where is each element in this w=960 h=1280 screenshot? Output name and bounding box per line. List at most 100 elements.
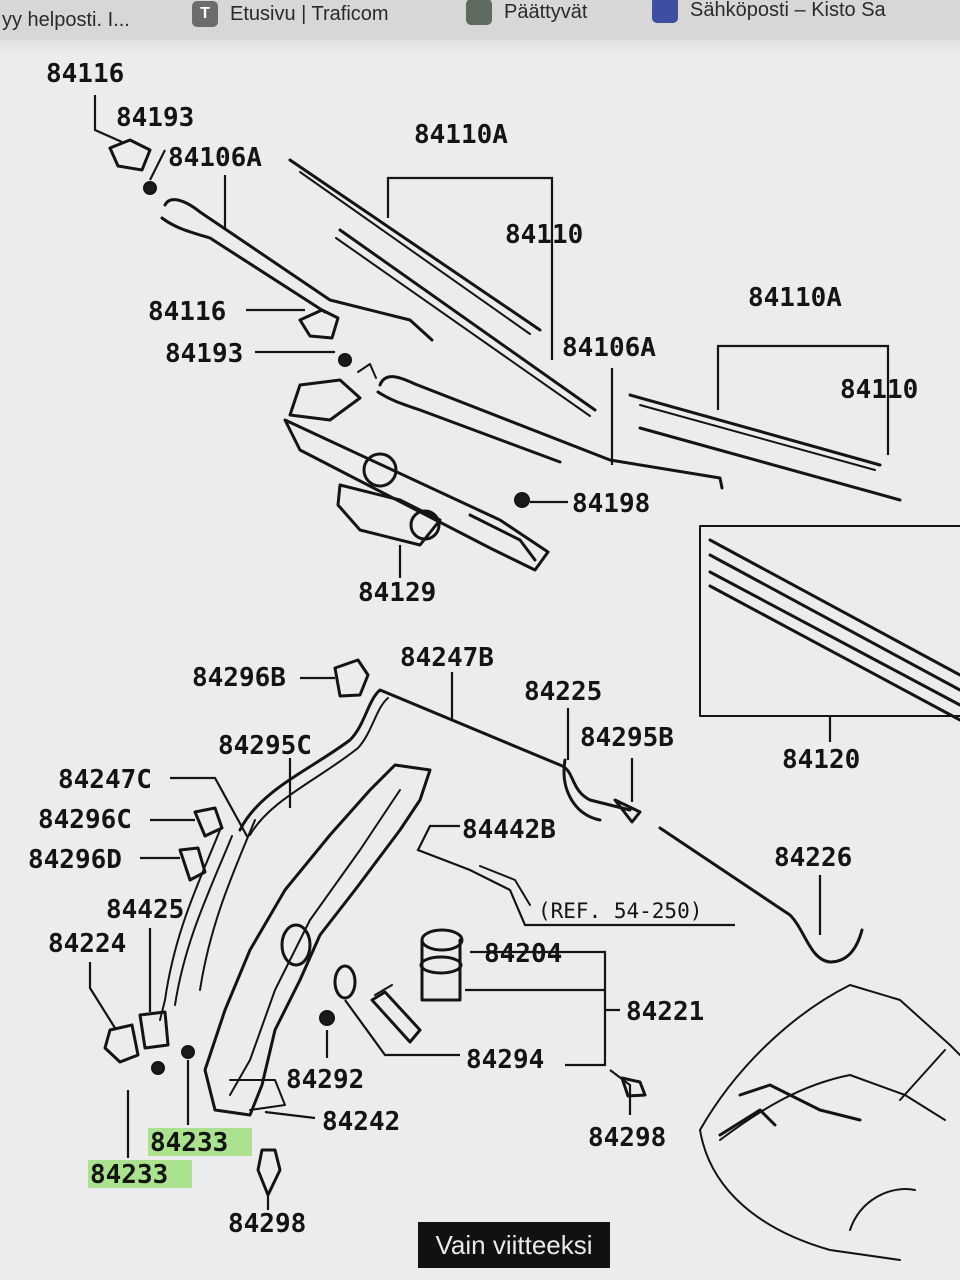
bracket-line xyxy=(716,344,890,455)
tank-filler-part xyxy=(280,923,312,967)
leader-line xyxy=(170,776,249,839)
level-sensor-part xyxy=(138,1010,170,1050)
bolt-part xyxy=(514,492,530,508)
part-label: 84292 xyxy=(286,1065,364,1095)
part-label: 84295B xyxy=(580,723,674,753)
wiper-blade-right xyxy=(628,393,882,467)
part-label: 84295C xyxy=(218,731,312,761)
wiper-refill-left-edge xyxy=(335,237,591,417)
washer-hose-left xyxy=(159,829,221,1021)
washer-hose-left-inner xyxy=(199,819,256,991)
wiper-cap-part xyxy=(298,308,340,340)
wiper-refill-right xyxy=(638,426,902,502)
part-label: 84106A xyxy=(168,143,262,173)
part-label: 84298 xyxy=(228,1209,306,1239)
part-label: 84110A xyxy=(414,120,508,150)
part-label: 84298 xyxy=(588,1123,666,1153)
leader-line xyxy=(609,1069,632,1115)
part-label: 84425 xyxy=(106,895,184,925)
part-label: 84226 xyxy=(774,843,852,873)
nut-part xyxy=(338,353,352,367)
wiper-refill-left xyxy=(338,228,597,412)
browser-tab[interactable]: Sähköposti – Kisto Sa xyxy=(646,0,892,30)
wiper-cap-part xyxy=(108,138,152,172)
hose-clip-part xyxy=(333,658,370,698)
part-label: 84296C xyxy=(38,805,132,835)
washer-motor-part xyxy=(103,1023,140,1064)
part-label: 84116 xyxy=(46,59,124,89)
part-label: 84120 xyxy=(782,745,860,775)
washer-pump-part xyxy=(420,938,462,1002)
wiper-motor-part xyxy=(336,483,442,547)
a-pillar-line xyxy=(899,1049,946,1101)
wiper-blade-left xyxy=(288,158,542,332)
letter-t-icon: T xyxy=(192,1,218,27)
wiper-arm-left-lower xyxy=(160,216,327,314)
part-label: 84294 xyxy=(466,1045,544,1075)
washer-hose-main xyxy=(238,688,632,832)
refill-strip xyxy=(708,584,960,722)
part-label: 84110 xyxy=(505,220,583,250)
hose-joint-part xyxy=(613,798,642,824)
pump-ring-part xyxy=(419,955,463,975)
pump-hose-part xyxy=(370,990,422,1044)
wiper-linkage-bar xyxy=(283,418,550,572)
part-label: 84224 xyxy=(48,929,126,959)
linkage-arm-part xyxy=(468,513,537,562)
bracket-line xyxy=(470,950,607,1067)
washer-hose-edge xyxy=(249,697,389,836)
mail-icon xyxy=(652,0,678,23)
bolt-part xyxy=(620,1076,647,1098)
refill-strip xyxy=(708,570,960,707)
part-label: 84225 xyxy=(524,677,602,707)
hose-end-part xyxy=(374,984,393,996)
part-label: 84247C xyxy=(58,765,152,795)
leader-line xyxy=(264,1110,316,1120)
pump-cap-part xyxy=(420,928,464,952)
part-label: 84204 xyxy=(484,939,562,969)
tab-label: yy helposti. I... xyxy=(2,8,130,31)
linkage-pivot-left xyxy=(288,378,362,422)
wiper-arm-right xyxy=(378,375,724,490)
car-front-outline xyxy=(699,1129,901,1261)
part-label-highlighted: 84233 xyxy=(150,1128,228,1158)
part-label: 84296B xyxy=(192,663,286,693)
page-top-edge xyxy=(0,40,960,54)
part-label: 84129 xyxy=(358,578,436,608)
bracket-line xyxy=(386,176,554,360)
leader-line xyxy=(416,824,735,927)
reference-label: (REF. 54-250) xyxy=(538,899,702,923)
nut-part xyxy=(181,1045,195,1059)
car-hood-outline xyxy=(699,984,960,1131)
nut-part xyxy=(151,1061,165,1075)
refill-strip xyxy=(708,538,960,677)
leader-line xyxy=(344,999,460,1057)
reference-caption: Vain viitteeksi xyxy=(418,1222,610,1268)
nut-part xyxy=(143,181,157,195)
part-label: 84442B xyxy=(462,815,556,845)
bolt-part xyxy=(256,1148,282,1197)
hose-clip-part xyxy=(178,846,207,882)
browser-tab[interactable]: Päättyvät xyxy=(460,0,593,32)
browser-tab[interactable]: T Etusivu | Traficom xyxy=(186,0,395,34)
washer-reservoir-tank xyxy=(203,763,432,1117)
wiper-arm-right-lower xyxy=(376,390,562,464)
tab-label: Etusivu | Traficom xyxy=(230,2,389,25)
wiper-arm-left xyxy=(163,198,434,342)
part-label-highlighted: 84233 xyxy=(90,1160,168,1190)
leader-line xyxy=(88,962,116,1029)
wiper-blade-left-edge xyxy=(299,171,531,335)
browser-tab-strip: yy helposti. I... T Etusivu | Traficom P… xyxy=(0,0,960,40)
browser-tab[interactable]: yy helposti. I... xyxy=(0,0,136,40)
part-label: 84296D xyxy=(28,845,122,875)
leader-line xyxy=(93,95,123,144)
nut-part xyxy=(319,1010,335,1026)
part-label: 84221 xyxy=(626,997,704,1027)
hose-stub xyxy=(479,865,531,906)
tab-label: Sähköposti – Kisto Sa xyxy=(690,0,886,21)
round-logo-icon xyxy=(466,0,492,25)
part-label: 84193 xyxy=(116,103,194,133)
hose-joint-part xyxy=(562,758,602,822)
refill-strip xyxy=(708,553,960,692)
